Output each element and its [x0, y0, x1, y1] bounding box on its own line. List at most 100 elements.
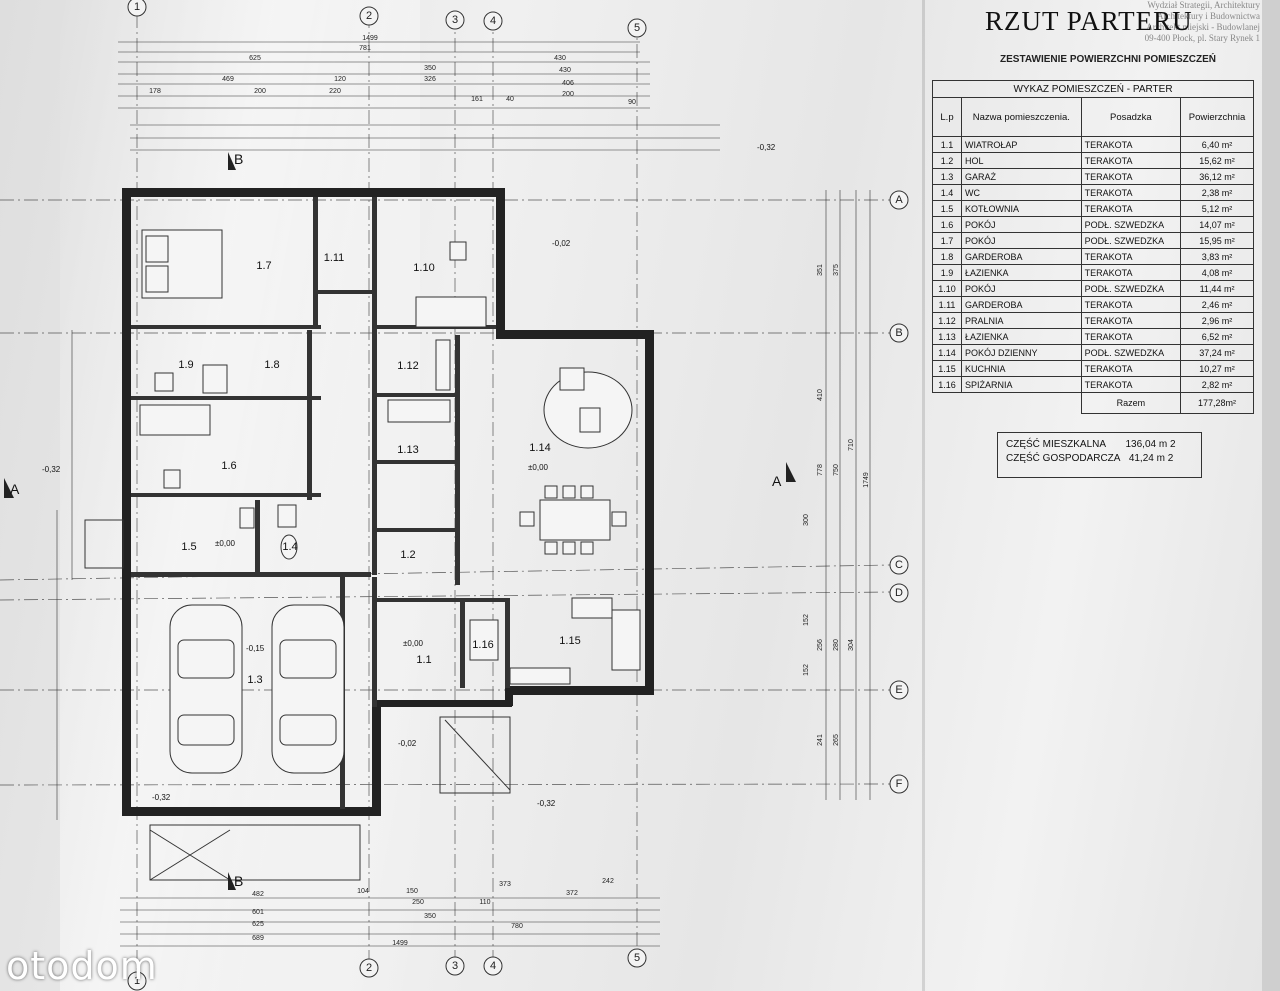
axis-e: E [895, 684, 902, 696]
header-lp: L.p [932, 97, 962, 137]
dim-top-16: 90 [628, 99, 636, 106]
room-1-1: 1.1 [416, 654, 431, 666]
total-row: Razem 177,28m² [932, 392, 1254, 414]
row-area: 2,38 m² [1180, 184, 1254, 201]
dim-top-13: 161 [471, 96, 483, 103]
axis-d: D [895, 587, 903, 599]
dim-top-10: 178 [149, 88, 161, 95]
row-name: KUCHNIA [961, 360, 1082, 377]
room-1-4: 1.4 [282, 541, 297, 553]
row-name: KOTŁOWNIA [961, 200, 1082, 217]
section-markers: A A B B [4, 151, 796, 890]
total-blank [932, 392, 1082, 414]
residential-label: CZĘŚĆ MIESZKALNA [1006, 439, 1107, 450]
room-1-7: 1.7 [256, 260, 271, 272]
row-name: POKÓJ [961, 216, 1082, 233]
room-1-6: 1.6 [221, 460, 236, 472]
dim-bottom-6: 250 [412, 899, 424, 906]
row-area: 37,24 m² [1180, 344, 1254, 361]
area-summary-box: CZĘŚĆ MIESZKALNA 136,04 m 2 CZĘŚĆ GOSPOD… [997, 432, 1202, 478]
level-terrace-top: -0,02 [552, 239, 571, 248]
header-area: Powierzchnia [1180, 97, 1254, 137]
dim-top-4: 350 [424, 65, 436, 72]
dim-right-8: 152 [803, 614, 810, 626]
row-floor: PODŁ. SZWEDZKA [1080, 232, 1182, 249]
row-name: ŁAZIENKA [961, 328, 1082, 345]
row-name: POKÓJ [961, 232, 1082, 249]
row-area: 2,46 m² [1180, 296, 1254, 313]
dim-right-9: 256 [817, 639, 824, 651]
row-name: GARAŻ [961, 168, 1082, 185]
total-value: 177,28m² [1180, 392, 1254, 414]
residential-value: 136,04 m 2 [1125, 439, 1176, 450]
dim-right-4: 778 [817, 464, 824, 476]
room-1-9: 1.9 [178, 359, 193, 371]
dim-right-2: 410 [817, 389, 824, 401]
dim-top-14: 40 [506, 96, 514, 103]
stamp-line-3: Architekt miejski - Budowlanej [1146, 22, 1260, 32]
row-floor: TERAKOTA [1080, 312, 1182, 329]
axis-2-top: 2 [366, 10, 372, 22]
dim-right-11: 304 [848, 639, 855, 651]
dim-bottom-11: 780 [511, 923, 523, 930]
row-area: 11,44 m² [1180, 280, 1254, 297]
dim-right-0: 351 [817, 264, 824, 276]
dim-bottom-7: 110 [479, 899, 490, 906]
section-b-bottom: B [234, 873, 243, 889]
utility-label: CZĘŚĆ GOSPODARCZA [1006, 453, 1121, 464]
dim-bottom-9: 625 [252, 921, 264, 928]
row-area: 10,27 m² [1180, 360, 1254, 377]
dim-top-12: 220 [329, 88, 341, 95]
dim-bottom-1: 104 [357, 888, 369, 895]
dim-bottom-10: 350 [424, 913, 436, 920]
dim-top-15: 200 [562, 91, 574, 98]
row-lp: 1.14 [932, 344, 962, 361]
dim-top-9: 406 [562, 80, 574, 87]
row-floor: TERAKOTA [1080, 136, 1182, 153]
dim-bottom-3: 373 [499, 881, 511, 888]
row-name: GARDEROBA [961, 248, 1082, 265]
dim-top-5: 430 [559, 67, 571, 74]
row-floor: TERAKOTA [1080, 152, 1182, 169]
row-area: 2,96 m² [1180, 312, 1254, 329]
axis-f: F [896, 778, 903, 790]
dim-bottom-12: 689 [252, 935, 264, 942]
axis-4-bottom: 4 [490, 960, 496, 972]
drawing-title: RZUT PARTERU [985, 6, 1193, 36]
room-1-5: 1.5 [181, 541, 196, 553]
row-floor: TERAKOTA [1080, 168, 1182, 185]
axis-bubbles-bottom: 1 2 3 4 5 [127, 948, 647, 991]
stamp-line-2: Architektury i Budownictwa [1157, 11, 1260, 21]
row-lp: 1.15 [932, 360, 962, 377]
row-area: 36,12 m² [1180, 168, 1254, 185]
room-1-11: 1.11 [324, 252, 345, 264]
room-1-14: 1.14 [529, 442, 550, 454]
level-marks: ±0,00 ±0,00 ±0,00 -0,02 -0,02 -0,32 -0,3… [42, 143, 776, 808]
room-1-3: 1.3 [247, 674, 262, 686]
row-name: POKÓJ DZIENNY [961, 344, 1082, 361]
row-area: 3,83 m² [1180, 248, 1254, 265]
axis-3-top: 3 [452, 14, 458, 26]
terrace-hatch [84, 519, 511, 881]
top-dimensions: 1499 781 430 625 350 430 469 120 326 406… [118, 35, 720, 151]
room-1-15: 1.15 [559, 635, 580, 647]
dim-top-7: 120 [334, 76, 346, 83]
axis-4-top: 4 [490, 15, 496, 27]
row-area: 15,62 m² [1180, 152, 1254, 169]
axis-2-bottom: 2 [366, 962, 372, 974]
room-1-16: 1.16 [472, 639, 493, 651]
level-boiler: ±0,00 [215, 539, 236, 548]
dim-right-10: 280 [833, 639, 840, 651]
level-living: ±0,00 [528, 463, 549, 472]
row-area: 15,95 m² [1180, 232, 1254, 249]
dim-top-6: 469 [222, 76, 234, 83]
right-dimensions: 351 375 410 710 778 750 1749 300 152 256… [803, 190, 871, 800]
row-area: 4,08 m² [1180, 264, 1254, 281]
residential-line: CZĘŚĆ MIESZKALNA 136,04 m 2 [1006, 438, 1193, 452]
axis-5-top: 5 [634, 22, 640, 34]
